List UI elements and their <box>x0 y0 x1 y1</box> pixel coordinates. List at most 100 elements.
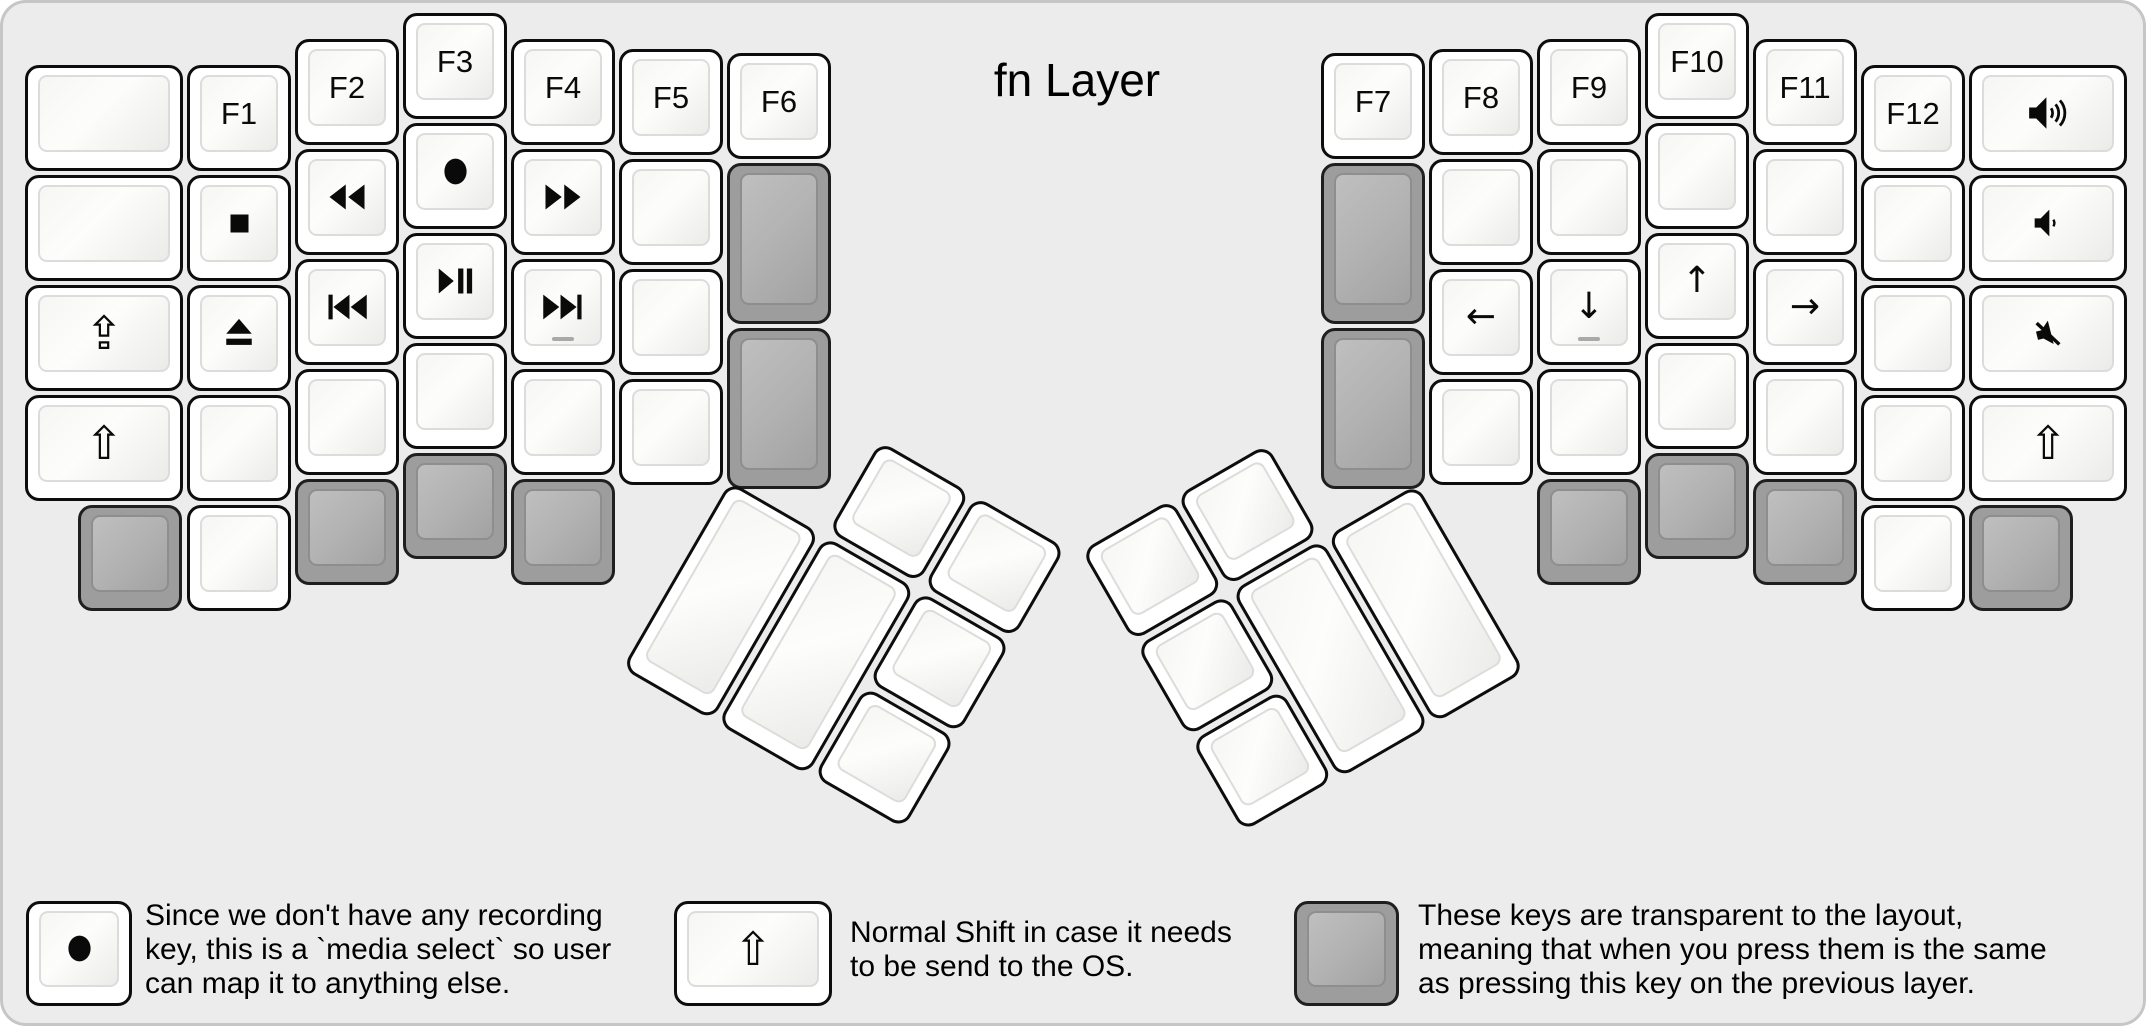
key-label: F5 <box>652 79 690 115</box>
key-f10[interactable]: F10 <box>1645 13 1749 119</box>
key-f1[interactable]: F1 <box>187 65 291 171</box>
play-pause-icon <box>438 268 473 294</box>
key-right-bottom-4[interactable] <box>1861 505 1965 611</box>
key-left-inner-transparent-1[interactable] <box>727 163 831 324</box>
legend-transparent-text: These keys are transparent to the layout… <box>1418 899 2047 1001</box>
key-label: F2 <box>328 69 366 105</box>
keycap-face <box>1982 515 2060 592</box>
key-media-prev-track[interactable] <box>295 259 399 365</box>
keycap-face <box>38 75 170 152</box>
key-right-c3-r2[interactable] <box>1645 123 1749 229</box>
key-volume-up[interactable] <box>1969 65 2127 171</box>
key-left-c5-r4[interactable] <box>619 379 723 485</box>
key-volume-down[interactable] <box>1969 175 2127 281</box>
key-left-bottom-5[interactable] <box>511 479 615 585</box>
key-right-c5-r2[interactable] <box>1861 175 1965 281</box>
key-left-c1-r4[interactable] <box>187 395 291 501</box>
keycap-face <box>308 379 386 456</box>
key-right-bottom-3[interactable] <box>1753 479 1857 585</box>
key-right-c5-r4[interactable] <box>1861 395 1965 501</box>
key-media-play-pause[interactable] <box>403 233 507 339</box>
keycap-face <box>1874 295 1952 372</box>
previous-track-icon <box>328 294 367 320</box>
keycap-face <box>1874 405 1952 482</box>
keycap-face <box>200 405 278 482</box>
key-right-c4-r2[interactable] <box>1753 149 1857 255</box>
key-right-bottom-1[interactable] <box>1537 479 1641 585</box>
key-f5[interactable]: F5 <box>619 49 723 155</box>
keycap-face <box>38 185 170 262</box>
key-left-c4-r4[interactable] <box>511 369 615 475</box>
key-right-bottom-2[interactable] <box>1645 453 1749 559</box>
key-f12[interactable]: F12 <box>1861 65 1965 171</box>
keycap-face <box>416 463 494 540</box>
legend-line: key, this is a `media select` so user <box>145 933 612 966</box>
keycap-face <box>889 606 995 711</box>
keycap-face <box>849 456 955 561</box>
key-left-bottom-1[interactable] <box>78 505 182 611</box>
key-f4[interactable]: F4 <box>511 39 615 145</box>
keycap-face <box>632 169 710 246</box>
key-left-c0-r2[interactable] <box>25 175 183 281</box>
key-right-c4-r4[interactable] <box>1753 369 1857 475</box>
key-right-inner-transparent-1[interactable] <box>1321 163 1425 324</box>
key-shift-left[interactable]: ⇧ <box>25 395 183 501</box>
key-volume-mute[interactable] <box>1969 285 2127 391</box>
key-arrow-up[interactable]: ↑ <box>1645 233 1749 339</box>
key-media-eject[interactable] <box>187 285 291 391</box>
key-caps-lock[interactable]: ⇪ <box>25 285 183 391</box>
key-right-bottom-5[interactable] <box>1969 505 2073 611</box>
key-left-bottom-4[interactable] <box>403 453 507 559</box>
key-f3[interactable]: F3 <box>403 13 507 119</box>
key-f11[interactable]: F11 <box>1753 39 1857 145</box>
key-media-next-track[interactable] <box>511 259 615 365</box>
key-right-c5-r3[interactable] <box>1861 285 1965 391</box>
key-left-c5-r2[interactable] <box>619 159 723 265</box>
key-f7[interactable]: F7 <box>1321 53 1425 159</box>
key-label: ↓ <box>1573 286 1605 327</box>
fast-forward-icon <box>545 184 581 210</box>
key-left-bottom-2[interactable] <box>187 505 291 611</box>
key-left-c2-r4[interactable] <box>295 369 399 475</box>
key-media-record[interactable] <box>403 123 507 229</box>
key-f6[interactable]: F6 <box>727 53 831 159</box>
keycap-face <box>416 353 494 430</box>
keycap-face <box>1658 353 1736 430</box>
legend-line: can map it to anything else. <box>145 967 511 1000</box>
key-left-bottom-3[interactable] <box>295 479 399 585</box>
key-right-c2-r2[interactable] <box>1537 149 1641 255</box>
key-media-rewind[interactable] <box>295 149 399 255</box>
key-arrow-left[interactable]: ← <box>1429 269 1533 375</box>
key-arrow-down[interactable]: ↓ <box>1537 259 1641 365</box>
key-right-c2-r4[interactable] <box>1537 369 1641 475</box>
keycap-face <box>91 515 169 592</box>
legend-line: meaning that when you press them is the … <box>1418 933 2047 966</box>
key-left-c5-r3[interactable] <box>619 269 723 375</box>
volume-down-icon <box>2034 209 2056 237</box>
key-media-stop[interactable] <box>187 175 291 281</box>
key-media-fast-forward[interactable] <box>511 149 615 255</box>
key-label: F7 <box>1354 83 1392 119</box>
key-label: → <box>1789 286 1821 327</box>
keycap-face <box>1550 489 1628 566</box>
key-right-c3-r4[interactable] <box>1645 343 1749 449</box>
key-label: ↑ <box>1681 260 1713 301</box>
key-left-c0-r1[interactable] <box>25 65 183 171</box>
key-shift-right[interactable]: ⇧ <box>1969 395 2127 501</box>
key-f8[interactable]: F8 <box>1429 49 1533 155</box>
keycap-face <box>1550 159 1628 236</box>
key-arrow-right[interactable]: → <box>1753 259 1857 365</box>
key-f2[interactable]: F2 <box>295 39 399 145</box>
key-right-c1-r2[interactable] <box>1429 159 1533 265</box>
key-f9[interactable]: F9 <box>1537 39 1641 145</box>
keycap-face <box>740 173 818 305</box>
legend-line: Since we don't have any recording <box>145 899 603 932</box>
keycap-face <box>308 489 386 566</box>
key-left-c3-r4[interactable] <box>403 343 507 449</box>
legend-line: These keys are transparent to the layout… <box>1418 899 1964 932</box>
keycap-face <box>1874 185 1952 262</box>
keycap-face <box>1442 169 1520 246</box>
key-right-c1-r4[interactable] <box>1429 379 1533 485</box>
